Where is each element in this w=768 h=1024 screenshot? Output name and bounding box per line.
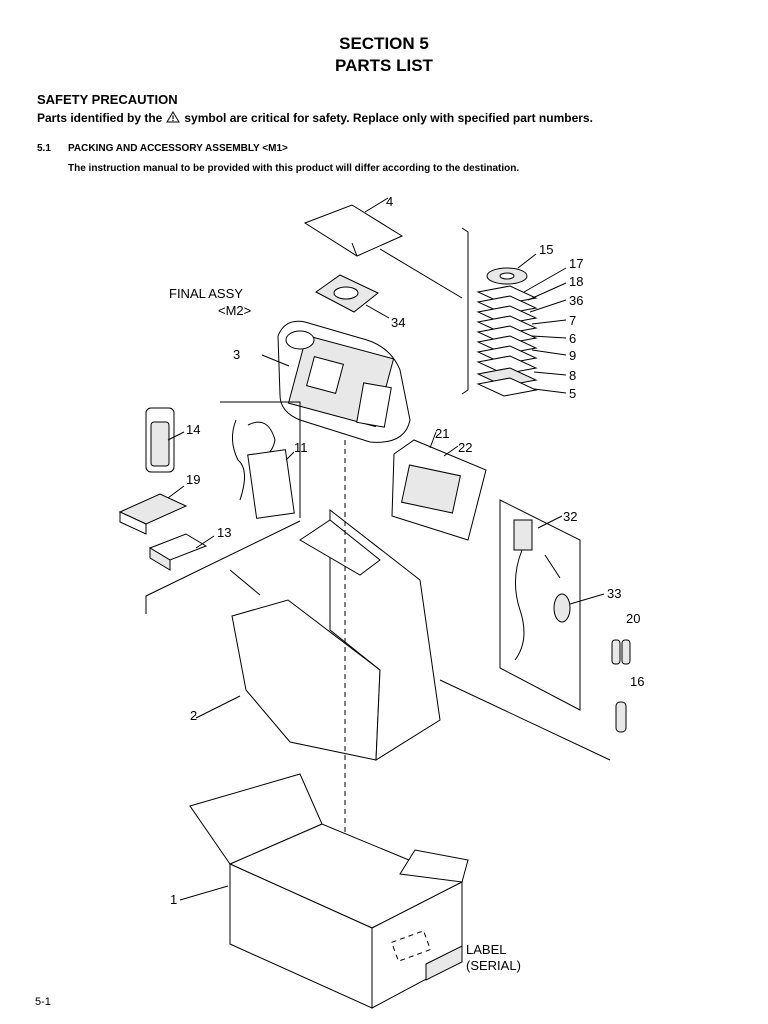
callout-20: 20 <box>626 611 640 626</box>
safety-text-after: symbol are critical for safety. Replace … <box>184 111 593 125</box>
callout-2: 2 <box>190 708 197 723</box>
part-ac-adapter <box>232 419 295 519</box>
part-pouch <box>303 197 404 257</box>
part-battery-case <box>145 407 185 473</box>
callout-4: 4 <box>386 194 393 209</box>
serial-label-text: LABEL <box>466 942 506 957</box>
callout-1: 1 <box>170 892 177 907</box>
callout-34: 34 <box>391 315 405 330</box>
part-charger <box>148 533 215 571</box>
part-manual-stack <box>476 253 567 397</box>
callout-13: 13 <box>217 525 231 540</box>
callout-7: 7 <box>569 313 576 328</box>
callout-6: 6 <box>569 331 576 346</box>
safety-heading: SAFETY PRECAUTION <box>37 92 178 107</box>
part-cable-card <box>499 499 605 711</box>
callout-9: 9 <box>569 348 576 363</box>
page-number: 5-1 <box>35 996 51 1008</box>
callout-36: 36 <box>569 293 583 308</box>
subsection-note: The instruction manual to be provided wi… <box>68 163 520 174</box>
subsection-number: 5.1 <box>37 143 51 154</box>
section-heading: SECTION 5 <box>339 34 429 53</box>
callout-18: 18 <box>569 274 583 289</box>
part-camcorder <box>261 320 411 443</box>
callout-3: 3 <box>233 347 240 362</box>
callout-15: 15 <box>539 242 553 257</box>
page-title: PARTS LIST <box>335 56 433 75</box>
subsection-title: PACKING AND ACCESSORY ASSEMBLY <M1> <box>68 143 288 154</box>
callout-16: 16 <box>630 674 644 689</box>
serial-label-subtext: (SERIAL) <box>466 958 521 973</box>
part-battery <box>118 485 188 535</box>
final-assy-code: <M2> <box>218 303 251 318</box>
callout-33: 33 <box>607 586 621 601</box>
warning-triangle-icon <box>166 111 181 123</box>
callout-11: 11 <box>294 440 308 455</box>
safety-text-before: Parts identified by the <box>37 111 163 125</box>
callout-19: 19 <box>186 472 200 487</box>
callout-22: 22 <box>458 440 472 455</box>
part-cushion <box>195 508 441 761</box>
callout-32: 32 <box>563 509 577 524</box>
part-cd-case <box>315 274 390 319</box>
part-lcd-cover <box>391 431 487 541</box>
part-aa-batteries <box>611 639 631 665</box>
callout-5: 5 <box>569 386 576 401</box>
callout-21: 21 <box>435 426 449 441</box>
part-carton <box>179 773 469 1009</box>
callout-8: 8 <box>569 368 576 383</box>
safety-text: Parts identified by the symbol are critic… <box>37 111 593 125</box>
part-lithium-battery <box>615 701 627 733</box>
final-assy-label: FINAL ASSY <box>169 286 243 301</box>
callout-14: 14 <box>186 422 200 437</box>
callout-17: 17 <box>569 256 583 271</box>
